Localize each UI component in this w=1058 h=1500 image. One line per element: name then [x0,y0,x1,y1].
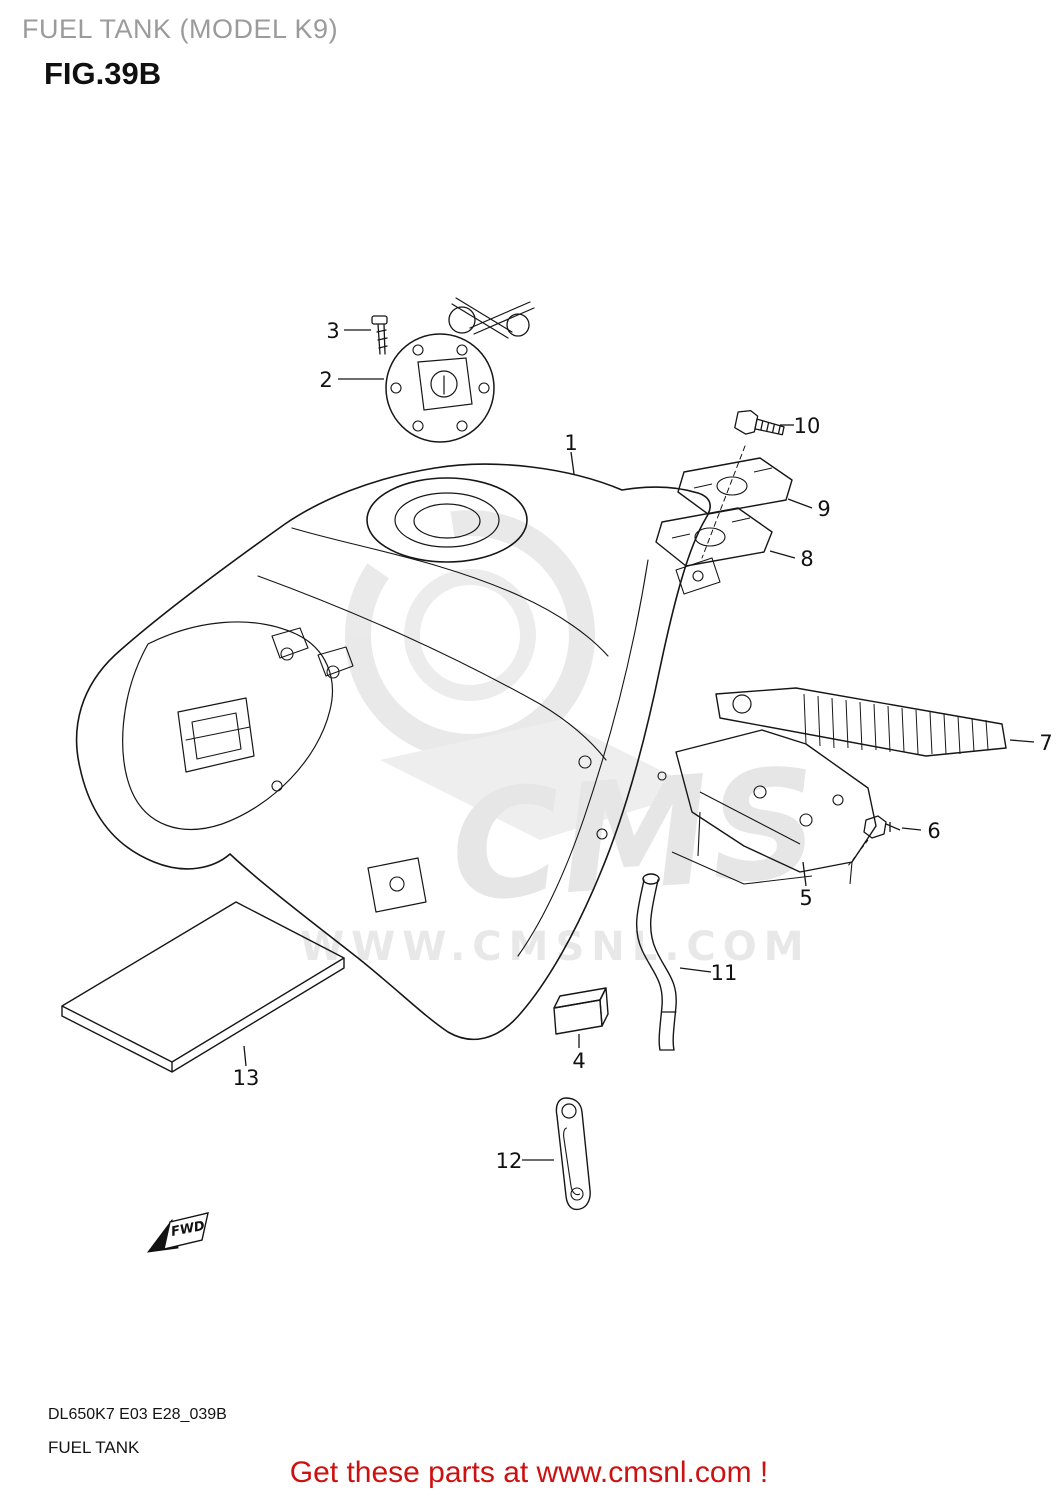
leader-1 [570,451,575,475]
watermark-shape [380,720,700,840]
callout-10: 10 [794,414,821,438]
figure-number: FIG.39B [44,56,162,91]
leader-lines [243,329,1035,1161]
part-bracket-8 [655,507,773,567]
callouts: 1 2 3 4 5 6 7 8 9 10 11 12 13 [233,319,1053,1173]
leader-9 [787,498,813,509]
callout-4: 4 [572,1049,585,1073]
watermark-brand: CMS [445,737,824,936]
part-cushion-7 [715,687,1007,757]
leader-11 [679,967,712,973]
figure-code: DL650K7 E03 E28_039B [48,1406,227,1423]
part-fuel-tank-body [75,445,746,1040]
callout-12: 12 [496,1149,523,1173]
callout-11: 11 [711,961,738,985]
part-bolt-6 [847,815,901,867]
callout-5: 5 [799,886,812,910]
callout-7: 7 [1039,731,1052,755]
watermark: CMS WWW.CMSNL.COM [300,510,824,970]
figure-subtitle: FUEL TANK (MODEL K9) [22,14,339,44]
part-bracket-5 [671,729,877,885]
callout-8: 8 [800,547,813,571]
callout-6: 6 [927,819,940,843]
part-fuel-cap [385,297,535,443]
fwd-label: FWD [170,1219,206,1240]
part-cap-screw [371,315,388,355]
part-sheet-13 [61,901,345,1073]
leader-6 [901,827,922,831]
figure-name: FUEL TANK [48,1438,140,1457]
leader-7 [1009,739,1035,743]
watermark-url: WWW.CMSNL.COM [300,924,811,970]
fwd-arrow: FWD [146,1212,209,1253]
leader-5 [802,861,807,887]
leader-8 [769,550,796,559]
callout-9: 9 [817,497,830,521]
part-strap-12 [555,1097,591,1211]
promo-link[interactable]: Get these parts at www.cmsnl.com ! [289,1456,769,1489]
part-bracket-9 [677,457,793,515]
part-cushion-4 [553,987,609,1035]
part-hose-11 [636,873,677,1051]
callout-2: 2 [319,368,332,392]
callout-13: 13 [233,1066,260,1090]
callout-1: 1 [564,431,577,455]
leader-13 [243,1045,247,1067]
watermark-swirl-inner [404,569,536,701]
callout-3: 3 [326,319,339,343]
part-bolt-10 [734,409,785,436]
watermark-swirl [345,510,595,760]
